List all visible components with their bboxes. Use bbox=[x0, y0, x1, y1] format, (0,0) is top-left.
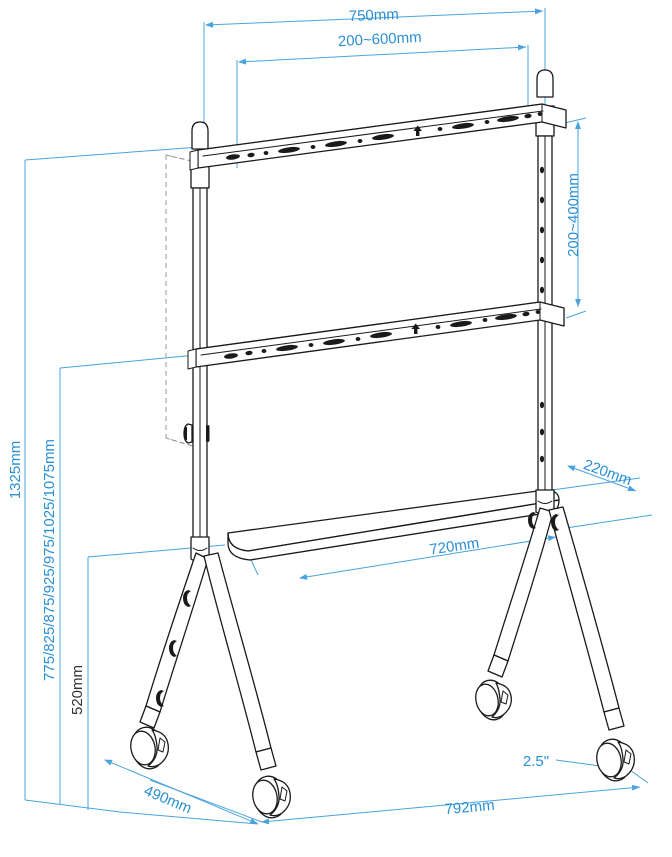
rail-slot-pattern bbox=[224, 310, 541, 359]
left-upright-column bbox=[183, 121, 210, 544]
dim-caster-size: 2.5" bbox=[523, 753, 549, 770]
dim-rail-width: 750mm bbox=[348, 6, 399, 25]
equipment-shelf bbox=[227, 489, 560, 561]
lower-mounting-rail bbox=[187, 301, 565, 370]
upper-mounting-rail bbox=[189, 103, 567, 171]
dim-shelf-depth: 220mm bbox=[581, 456, 634, 489]
right-upright-column bbox=[535, 69, 555, 497]
caster-wheel bbox=[130, 726, 169, 770]
dim-vesa-vertical: 200~400mm bbox=[565, 173, 582, 257]
dim-shelf-height: 520mm bbox=[69, 665, 86, 715]
caster-wheel bbox=[475, 679, 512, 721]
rail-slot-pattern bbox=[226, 112, 543, 160]
dim-base-width: 792mm bbox=[444, 797, 495, 819]
dim-mount-height-range: 775/825/875/925/975/1025/1075mm bbox=[41, 439, 58, 681]
mounting-plane-reference bbox=[165, 154, 201, 448]
splayed-legs-left bbox=[139, 536, 277, 771]
dim-vesa-horizontal: 200~600mm bbox=[337, 29, 422, 50]
dim-base-depth: 490mm bbox=[141, 782, 194, 817]
column-adjustment-holes bbox=[539, 166, 545, 463]
dim-overall-height: 1325mm bbox=[7, 441, 24, 499]
splayed-legs-right bbox=[487, 489, 625, 731]
dimension-lines bbox=[24, 8, 653, 825]
caster-wheel bbox=[252, 775, 291, 819]
dim-shelf-width: 720mm bbox=[428, 535, 480, 559]
caster-wheel bbox=[596, 738, 635, 782]
